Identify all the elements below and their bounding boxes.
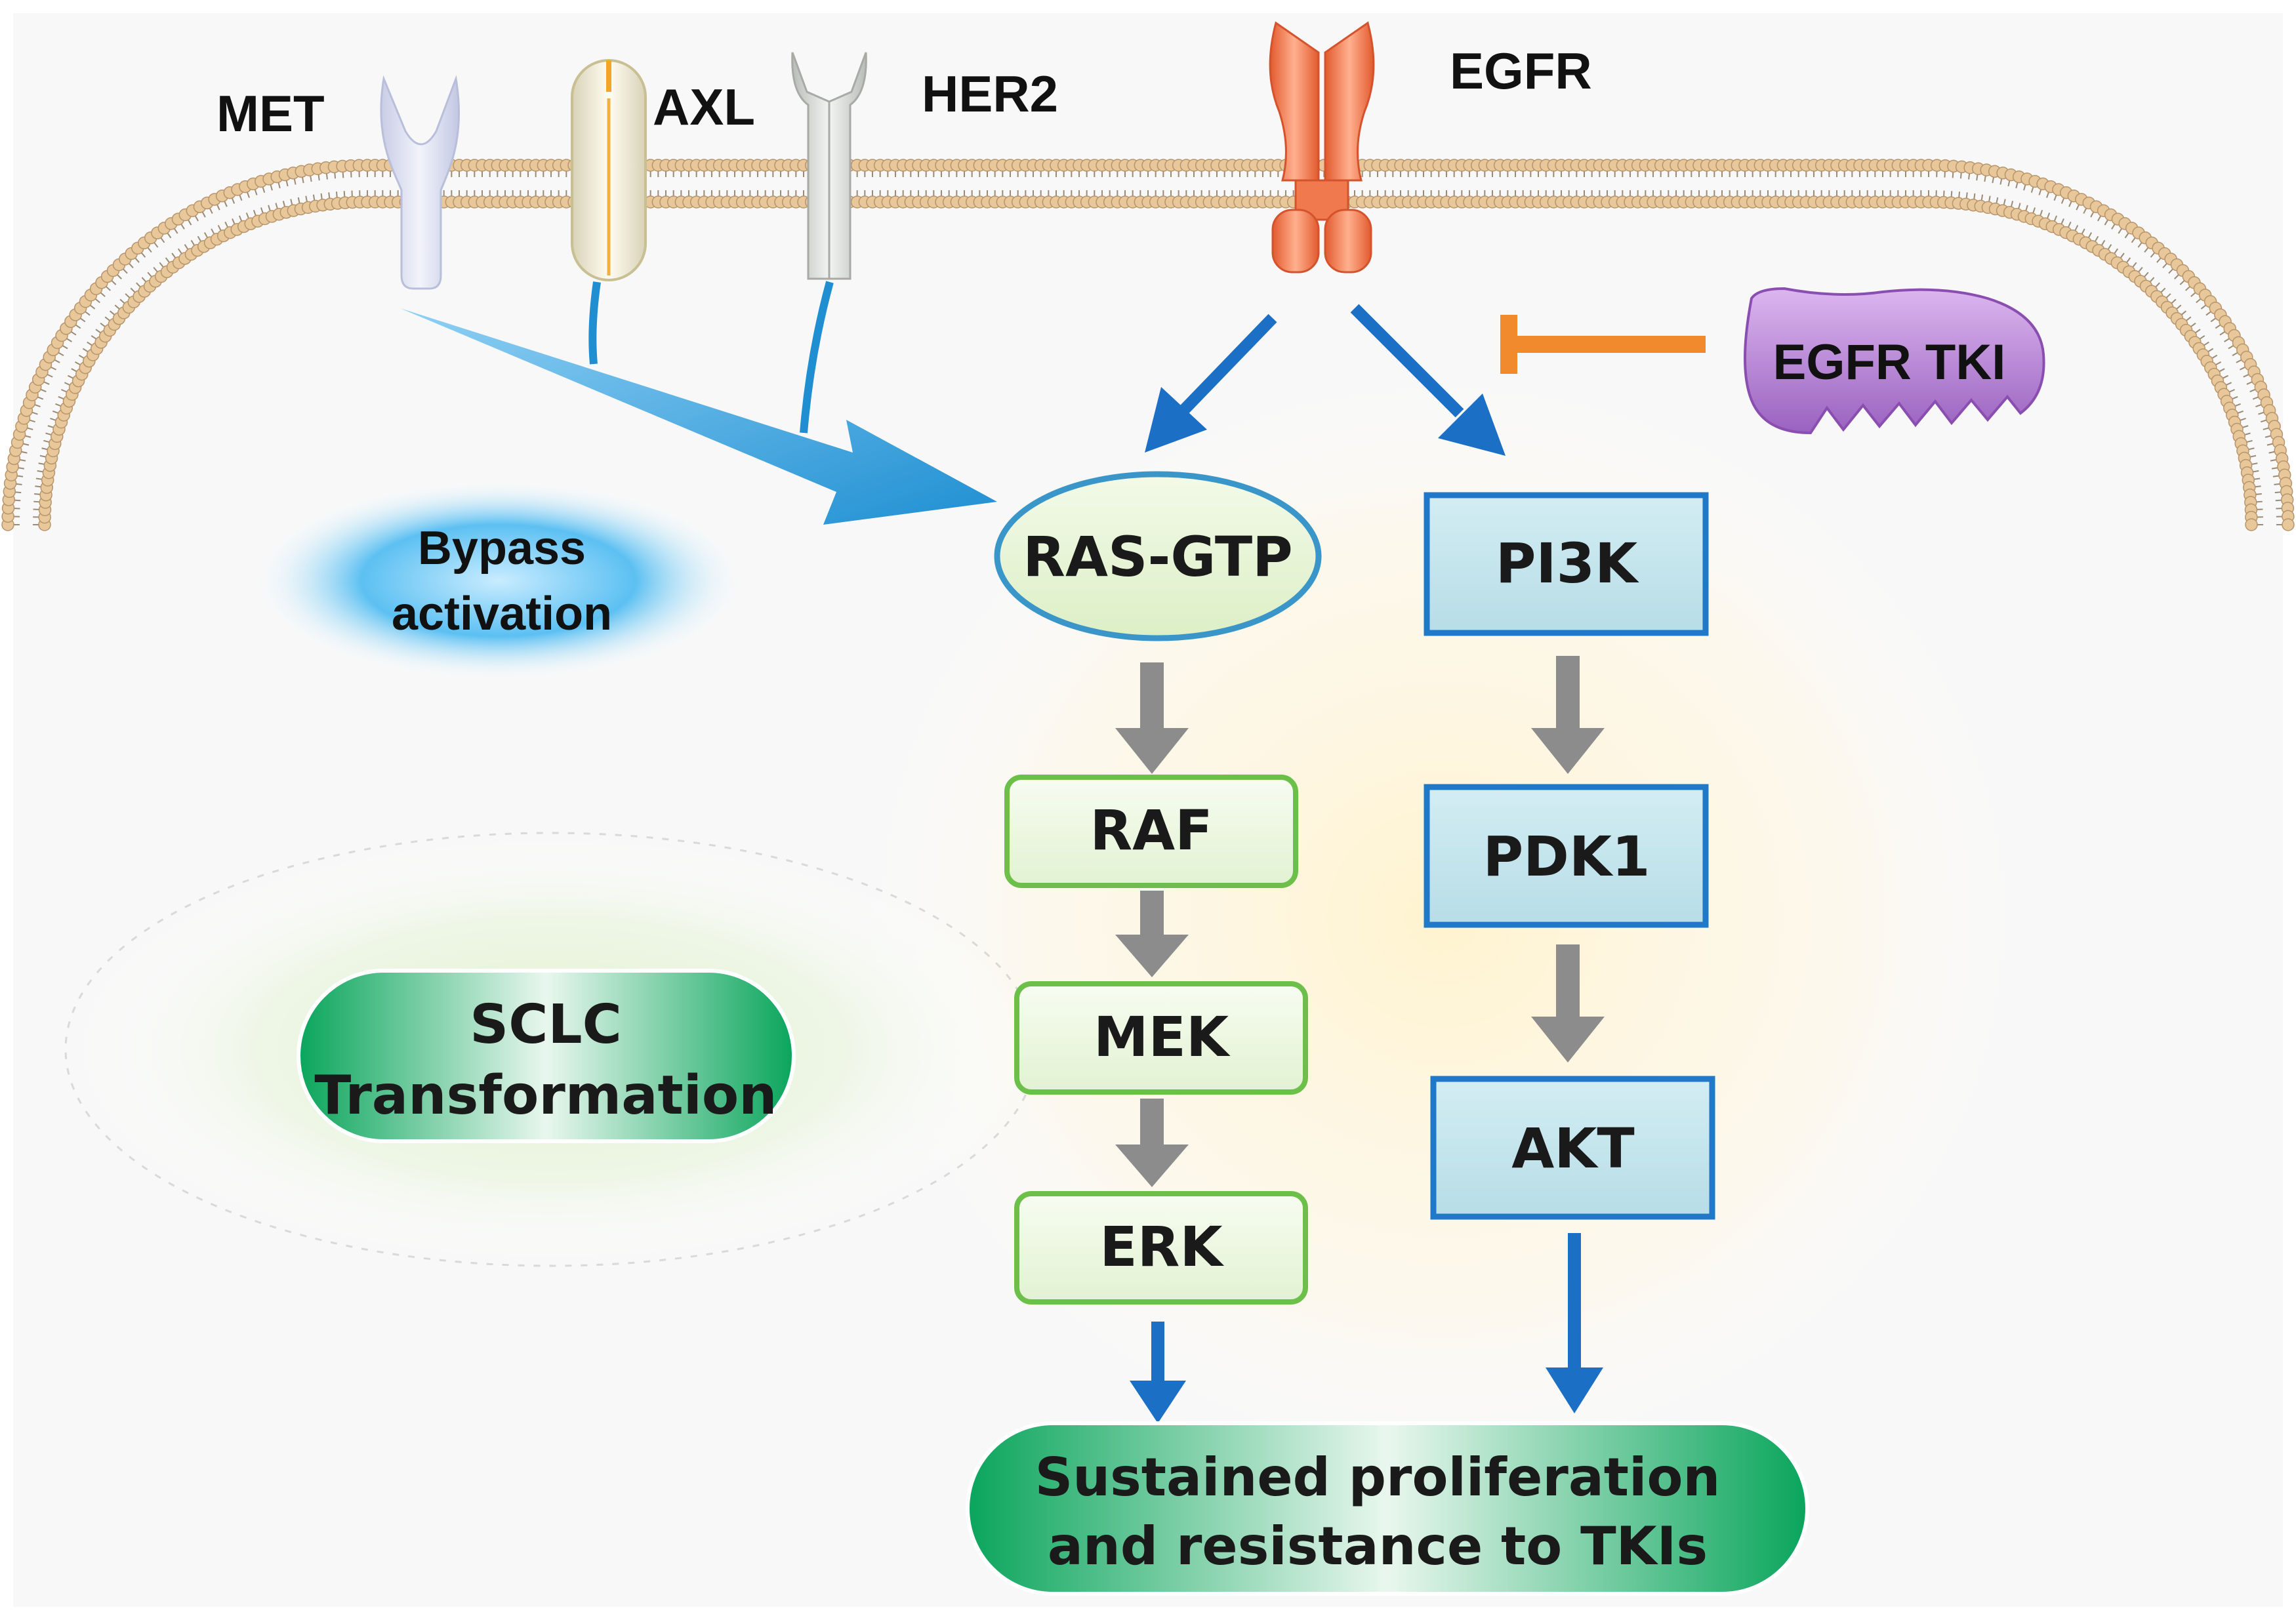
raf-to-mek-shaft xyxy=(1140,891,1164,943)
sclc-transformation: SCLC Transformation xyxy=(297,969,796,1143)
egfr-label: EGFR xyxy=(1450,42,1592,100)
sclc-label-line1: SCLC xyxy=(470,994,622,1056)
raf-box xyxy=(1004,775,1298,888)
pi3k-to-pdk1-shaft xyxy=(1556,656,1580,735)
akt-to-outcome-arrow xyxy=(1546,1233,1603,1413)
outcome-pill xyxy=(966,1421,1809,1596)
bypass-label-line1: Bypass xyxy=(418,522,586,575)
mek-box xyxy=(1014,981,1308,1095)
egfr-receptor xyxy=(1269,21,1375,273)
egfr-left-ecd xyxy=(1269,21,1320,182)
mek-to-erk-shaft xyxy=(1140,1099,1164,1151)
axl-label: AXL xyxy=(653,78,755,136)
egfr-to-pi3k-head xyxy=(1438,394,1506,456)
pi3k-to-pdk1-head xyxy=(1531,728,1605,774)
pdk1-to-akt-arrow xyxy=(1531,944,1605,1063)
erk-to-outcome-head xyxy=(1130,1381,1186,1423)
erk-to-outcome-arrow xyxy=(1130,1322,1186,1423)
egfr-left-icd xyxy=(1271,209,1320,273)
akt-to-outcome-head xyxy=(1546,1367,1603,1413)
met-label: MET xyxy=(216,85,325,142)
outcome-label-line1: Sustained proliferation xyxy=(1035,1447,1721,1508)
lipid-head xyxy=(2282,518,2295,531)
akt-node: AKT xyxy=(1430,1076,1715,1220)
her2-label: HER2 xyxy=(922,65,1058,123)
pdk1-node: PDK1 xyxy=(1424,784,1709,928)
ras-gtp-label: RAS-GTP xyxy=(1023,525,1292,589)
pi3k-node: PI3K xyxy=(1424,492,1709,636)
egfr-to-pi3k-line xyxy=(1350,304,1464,418)
egfr-to-ras-arrow xyxy=(1145,314,1277,453)
ras-to-raf-head xyxy=(1115,728,1189,774)
her2-receptor xyxy=(791,52,867,280)
pdk1-to-akt-head xyxy=(1531,1017,1605,1063)
met-shape xyxy=(380,75,461,290)
sclc-label-line2: Transformation xyxy=(314,1064,777,1127)
tki-label: EGFR TKI xyxy=(1773,334,2006,390)
raf-to-mek-head xyxy=(1115,935,1189,977)
akt-label: AKT xyxy=(1511,1116,1634,1181)
pdk1-label: PDK1 xyxy=(1483,824,1650,889)
pdk1-box xyxy=(1424,784,1709,928)
mek-node: MEK xyxy=(1014,981,1308,1095)
outcome-label-line2: and resistance to TKIs xyxy=(1048,1516,1708,1577)
outcome-node: Sustained proliferation and resistance t… xyxy=(966,1421,1809,1596)
pi3k-box xyxy=(1424,492,1709,636)
mek-to-erk-head xyxy=(1115,1144,1189,1187)
mek-label: MEK xyxy=(1094,1005,1231,1069)
ras-gtp-node: RAS-GTP xyxy=(994,471,1322,641)
bypass-arrow xyxy=(400,308,997,525)
egfr-right-icd xyxy=(1324,209,1372,273)
erk-label: ERK xyxy=(1099,1215,1224,1279)
met-receptor xyxy=(380,75,461,290)
ras-gtp-ellipse xyxy=(994,471,1322,641)
egfr-to-pi3k-arrow xyxy=(1350,304,1506,456)
pi3k-label: PI3K xyxy=(1496,531,1639,596)
mek-to-erk-arrow xyxy=(1115,1099,1189,1187)
bypass-activation-glow xyxy=(249,479,748,682)
egfr-to-ras-head xyxy=(1145,387,1207,453)
egfr-to-ras-line xyxy=(1176,314,1277,418)
raf-label: RAF xyxy=(1090,798,1212,862)
raf-node: RAF xyxy=(1004,775,1298,888)
akt-box xyxy=(1430,1076,1715,1220)
egfr-tki: EGFR TKI xyxy=(1744,287,2045,435)
sclc-pill xyxy=(297,969,796,1143)
axl-connector xyxy=(588,281,601,365)
axl-receptor xyxy=(571,59,647,281)
lipid-head xyxy=(2245,518,2258,531)
her2-connector xyxy=(800,281,834,434)
ras-to-raf-arrow xyxy=(1115,662,1189,774)
egfr-right-ecd xyxy=(1324,21,1375,182)
erk-box xyxy=(1014,1191,1308,1305)
tki-shape xyxy=(1744,287,2045,435)
raf-to-mek-arrow xyxy=(1115,891,1189,977)
pi3k-to-pdk1-arrow xyxy=(1531,656,1605,774)
pdk1-to-akt-shaft xyxy=(1556,944,1580,1023)
bypass-label-line2: activation xyxy=(392,588,612,640)
erk-node: ERK xyxy=(1014,1191,1308,1305)
ras-to-raf-shaft xyxy=(1140,662,1164,735)
